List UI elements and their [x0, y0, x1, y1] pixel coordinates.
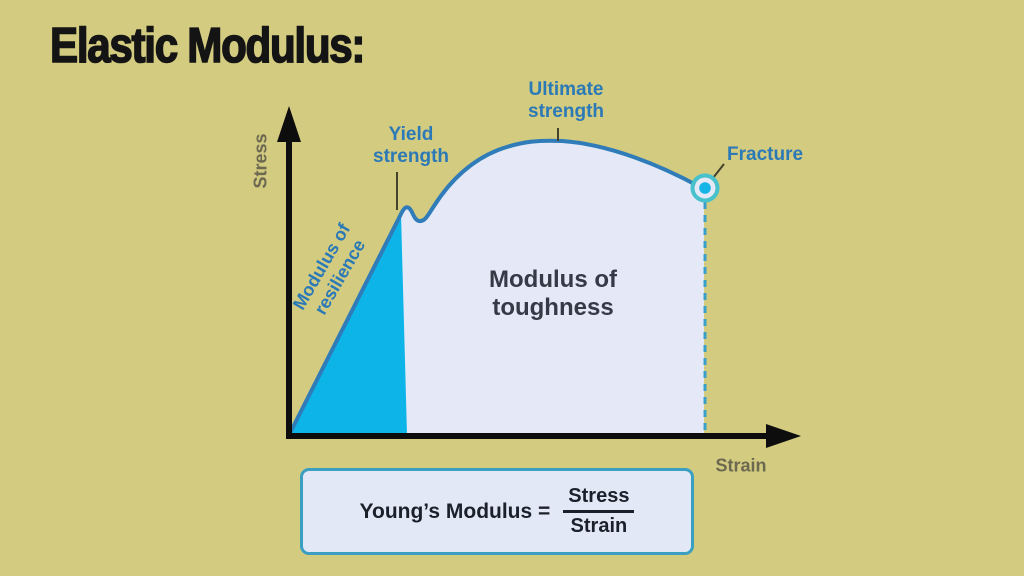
x-axis-label: Strain [715, 455, 767, 476]
y-axis-label: Stress [250, 133, 271, 189]
page-title: Elastic Modulus: [49, 18, 366, 74]
youngs-modulus-formula-box: Young’s Modulus = Stress Strain [300, 468, 694, 555]
fracture-marker-ring [690, 173, 720, 203]
fraction-denominator: Strain [570, 515, 628, 537]
x-axis-arrowhead [766, 424, 801, 448]
formula-fraction: Stress Strain [563, 485, 635, 538]
formula-lhs: Young’s Modulus = [359, 499, 551, 523]
fracture-marker-dot [699, 182, 711, 194]
y-axis-arrowhead [277, 106, 301, 142]
stress-strain-curve [287, 138, 702, 437]
yield-strength-label: Yield strength [373, 124, 449, 168]
fracture-leader-line [712, 163, 725, 179]
modulus-of-toughness-label: Modulus of toughness [489, 266, 617, 321]
fracture-label: Fracture [727, 144, 804, 165]
ultimate-strength-label: Ultimate strength [528, 79, 604, 123]
fraction-numerator: Stress [563, 485, 635, 513]
